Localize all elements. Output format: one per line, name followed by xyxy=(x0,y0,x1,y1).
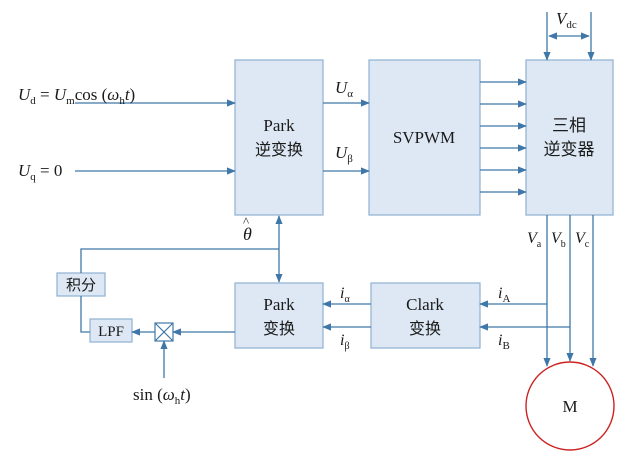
park-inverse-line1: Park xyxy=(263,116,295,135)
vdc-label: Vdc xyxy=(556,9,577,31)
motor: M xyxy=(525,361,615,451)
park-line2: 变换 xyxy=(263,319,295,338)
theta-hat-label: θ ^ xyxy=(243,214,252,244)
integrator-label: 积分 xyxy=(66,276,96,294)
inverter-line1: 三相 xyxy=(552,116,586,136)
clark-line1: Clark xyxy=(406,295,444,314)
lpf-label: LPF xyxy=(98,324,124,340)
i-beta-label: iβ xyxy=(340,332,350,352)
motor-label: M xyxy=(562,397,577,416)
svg-text:θ: θ xyxy=(243,224,252,244)
u-beta-label: Uβ xyxy=(335,143,353,165)
va-label: Va xyxy=(527,230,542,250)
park-line1: Park xyxy=(263,295,295,314)
integrator-block: 积分 xyxy=(56,272,106,297)
theta-bus-wire xyxy=(80,248,279,273)
uq-equation: Uq = 0 xyxy=(18,161,62,183)
svpwm-label: SVPWM xyxy=(393,128,455,147)
u-alpha-label: Uα xyxy=(335,78,353,100)
i-alpha-label: iα xyxy=(340,285,350,305)
lpf-block: LPF xyxy=(89,318,133,343)
pwm-signal-wires xyxy=(480,78,527,196)
park-block: Park 变换 xyxy=(234,282,324,349)
clark-block: Clark 变换 xyxy=(370,282,481,349)
clark-line2: 变换 xyxy=(409,319,441,338)
vc-label: Vc xyxy=(575,230,590,250)
sin-injection-label: sin (ωht) xyxy=(133,385,191,407)
lpf-to-int-wire xyxy=(80,296,90,333)
vdc-wires xyxy=(543,12,595,61)
phase-wires xyxy=(543,215,597,367)
svg-text:^: ^ xyxy=(243,214,249,229)
park-inverse-block: Park 逆变换 xyxy=(234,59,324,216)
vb-label: Vb xyxy=(551,230,566,250)
inverter-line2: 逆变器 xyxy=(544,140,595,160)
i-b-label: iB xyxy=(498,332,510,352)
i-a-label: iA xyxy=(498,285,510,305)
svpwm-block: SVPWM xyxy=(368,59,481,216)
park-inverse-line2: 逆变换 xyxy=(255,140,303,159)
multiplier xyxy=(154,322,174,342)
inverter-block: 三相 逆变器 xyxy=(525,59,614,216)
ud-equation: Ud = Umcos (ωht) xyxy=(18,85,135,107)
